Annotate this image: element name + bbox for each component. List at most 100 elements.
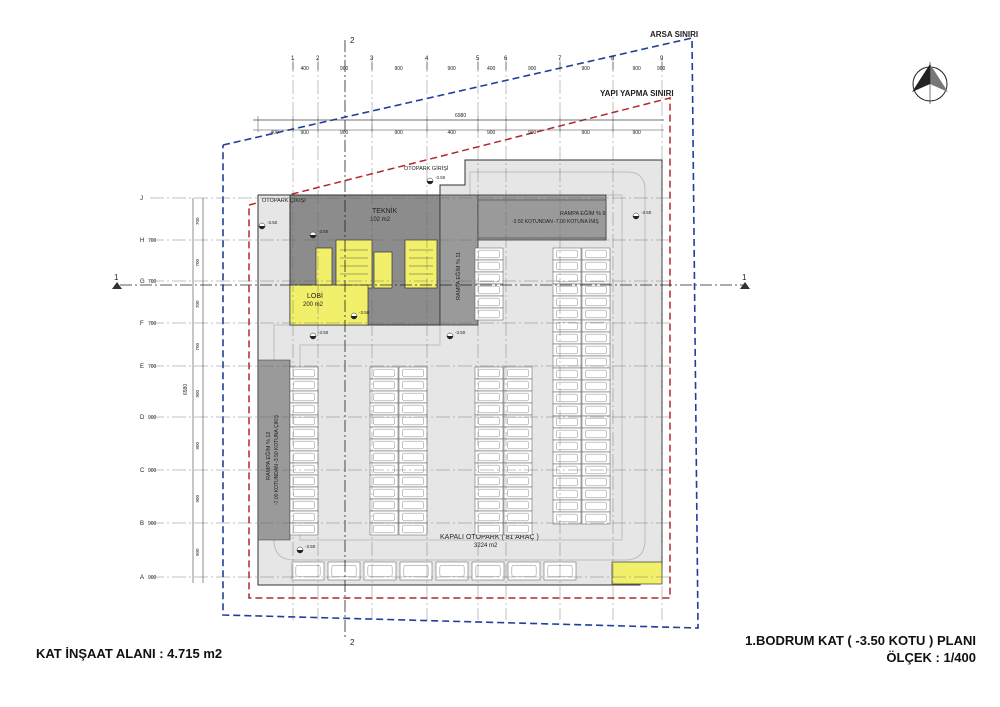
parking-stall: [289, 462, 319, 476]
top-dim-value: 900: [582, 130, 591, 136]
parking-stall: [398, 426, 428, 440]
level-value: -3.50: [641, 210, 652, 215]
level-marker-icon: -3.50: [309, 229, 329, 239]
parking-stall: [289, 414, 319, 428]
building-boundary: [248, 97, 671, 599]
grid-row-label: B: [140, 521, 144, 527]
parking-stall: [398, 522, 428, 536]
grid-col-spacing: 400: [487, 66, 496, 72]
parking-stall: [503, 378, 533, 392]
grid-row-spacing: 700: [148, 321, 157, 327]
parking-stall: [369, 486, 399, 500]
top-dim-value: 900: [633, 130, 642, 136]
parking-stall: [503, 522, 533, 536]
parking-stall: [369, 450, 399, 464]
top-dim-value: 900: [487, 130, 496, 136]
parking-stall: [552, 307, 582, 321]
parking-stall: [474, 462, 504, 476]
top-dim-value: 400: [448, 130, 457, 136]
parking-stall: [552, 451, 582, 465]
parking-stall: [289, 510, 319, 524]
parking-stall: [581, 475, 611, 489]
parking-stall: [289, 474, 319, 488]
ramp-left-label-1: RAMPA EĞİM % 12: [265, 432, 272, 481]
site-boundary-label: ARSA SINIRI: [650, 30, 698, 39]
grid-row-label: G: [140, 279, 145, 285]
floor-area-label: KAT İNŞAAT ALANI : 4.715 m2: [36, 646, 223, 661]
parking-stall: [474, 307, 504, 321]
grid-col-spacing: 900: [633, 66, 642, 72]
overall-height-dim: 6580: [183, 384, 189, 395]
parking-stall: [581, 403, 611, 417]
parking-stall: [474, 510, 504, 524]
grid-row-inner-dim: 700: [195, 300, 200, 308]
parking-stall: [474, 390, 504, 404]
grid-row-label: C: [140, 468, 145, 474]
plan-title-block: 1.BODRUM KAT ( -3.50 KOTU ) PLANI ÖLÇEK …: [745, 632, 976, 666]
parking-stall: [369, 438, 399, 452]
grid-row-spacing: 900: [148, 415, 157, 421]
ramp-left: [257, 359, 291, 541]
grid-row-inner-dim: 900: [195, 389, 200, 397]
parking-stall: [474, 450, 504, 464]
grid-row-inner-dim: 900: [195, 441, 200, 449]
parking-stall: [474, 366, 504, 380]
parking-stall: [552, 415, 582, 429]
parking-stall: [369, 498, 399, 512]
level-marker-icon: -3.50: [426, 175, 446, 185]
level-markers: -3.50-3.50-3.50-3.50-3.50-3.50-3.50-3.50: [258, 175, 652, 554]
parking-stall: [503, 510, 533, 524]
grid-row-spacing: 900: [148, 521, 157, 527]
level-value: -3.50: [318, 330, 329, 335]
ramp-top-label-2: -3.50 KOTUNDAN -7.00 KOTUNA İNİŞ: [512, 218, 599, 225]
ramp-top-label-1: RAMPA EĞİM % 9: [560, 210, 605, 217]
grid-row-label: J: [140, 196, 143, 202]
parking-stall: [503, 366, 533, 380]
parking-stall: [327, 561, 361, 581]
parking-stall: [398, 378, 428, 392]
parking-stall: [503, 498, 533, 512]
parking-stall: [474, 486, 504, 500]
parking-stall: [581, 451, 611, 465]
level-value: -3.50: [359, 310, 370, 315]
parking-stall: [552, 511, 582, 525]
grid-row-label: D: [140, 415, 145, 421]
parking-stall: [369, 522, 399, 536]
parking-stall: [289, 486, 319, 500]
technical-room-area: 102 m2: [370, 217, 391, 223]
parking-stall: [552, 295, 582, 309]
parking-stall: [369, 426, 399, 440]
north-arrow-icon: [912, 62, 948, 104]
parking-stall: [398, 498, 428, 512]
parking-entrance-label: OTOPARK GİRİŞİ: [404, 165, 449, 172]
section-1-left: 1: [114, 273, 119, 282]
grid-col-label: 6: [504, 56, 508, 62]
parking-stall: [289, 402, 319, 416]
parking-stall: [503, 426, 533, 440]
grid-row-label: H: [140, 238, 144, 244]
parking-stall: [552, 403, 582, 417]
parking-stall: [398, 414, 428, 428]
parking-stall: [289, 426, 319, 440]
parking-stall: [552, 427, 582, 441]
parking-stall: [398, 402, 428, 416]
level-marker-icon: -3.50: [309, 330, 329, 340]
level-marker-icon: -3.50: [632, 210, 652, 220]
parking-stall: [398, 450, 428, 464]
parking-stall: [581, 271, 611, 285]
parking-stall: [474, 271, 504, 285]
parking-stall: [369, 378, 399, 392]
parking-stall: [581, 331, 611, 345]
parking-stall: [289, 438, 319, 452]
level-marker-icon: -3.50: [350, 310, 370, 320]
parking-stall: [581, 439, 611, 453]
parking-stall: [474, 426, 504, 440]
parking-stall: [581, 319, 611, 333]
parking-area: 3224 m2: [474, 543, 498, 549]
grid-col-label: 2: [316, 56, 320, 62]
parking-stall: [503, 402, 533, 416]
parking-stall: [581, 295, 611, 309]
parking-stall: [581, 283, 611, 297]
